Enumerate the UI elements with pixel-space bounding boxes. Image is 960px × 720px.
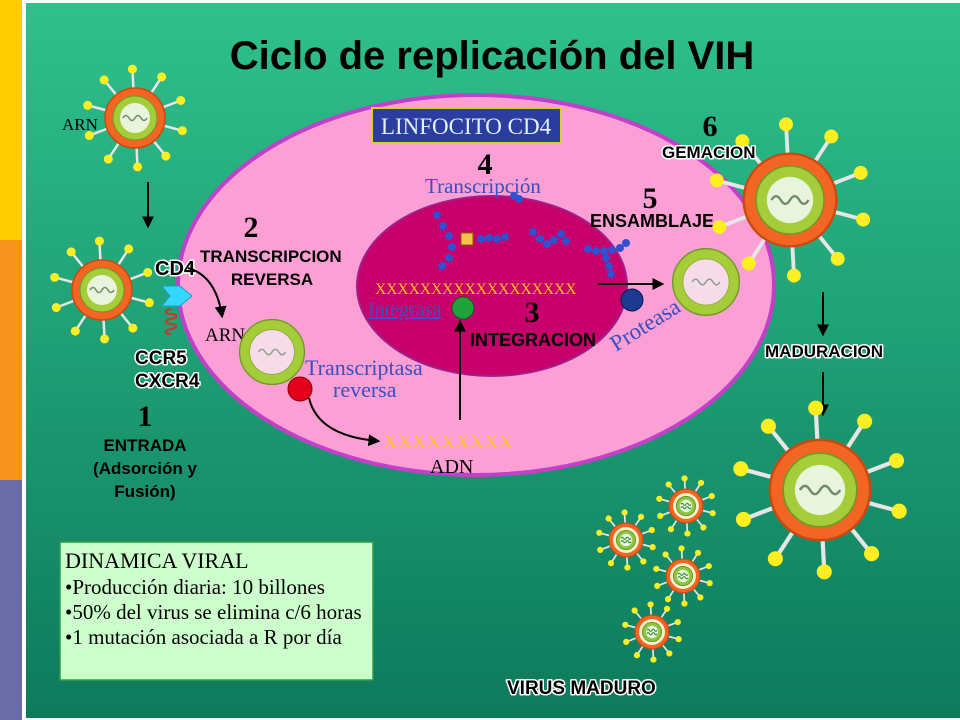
viral-capsid-right bbox=[672, 248, 740, 316]
transcription-marker-square bbox=[460, 232, 474, 246]
capsid-rna-label: ARN bbox=[205, 325, 245, 346]
step-1-number: 1 bbox=[138, 400, 153, 433]
integrase-label: Integrasa bbox=[368, 299, 441, 321]
step-3-title: INTEGRACION bbox=[470, 330, 596, 350]
viral-dynamics-title: DINAMICA VIRAL bbox=[65, 548, 249, 573]
slide-title: Ciclo de replicación del VIH bbox=[230, 34, 755, 78]
step-2-title: TRANSCRIPCION bbox=[200, 247, 342, 266]
step-1-title: ENTRADA bbox=[103, 436, 186, 455]
step-1-subtitle-2: Fusión) bbox=[114, 482, 175, 501]
reverse-transcriptase-label-2: reversa bbox=[333, 377, 397, 402]
cell-label-text: LINFOCITO CD4 bbox=[381, 114, 552, 139]
step-3-number: 3 bbox=[525, 296, 540, 329]
dna-sequence: XXXXXXXXX bbox=[383, 431, 514, 453]
integrated-dna-sequence: XXXXXXXXXXXXXXXXXX bbox=[375, 281, 577, 298]
sidebar-bottom-band bbox=[0, 480, 22, 720]
sidebar-middle-band bbox=[0, 240, 22, 480]
protein-chain-dots bbox=[433, 192, 630, 278]
cd4-receptor-icon bbox=[160, 285, 193, 307]
integrase-icon bbox=[451, 296, 475, 320]
cell-label-box bbox=[371, 107, 562, 144]
cxcr4-label: CXCR4 bbox=[135, 371, 200, 392]
viral-dynamics-box: DINAMICA VIRAL •Producción diaria: 10 bi… bbox=[59, 541, 374, 681]
cell-label: LINFOCITO CD4 bbox=[371, 107, 562, 144]
arrow-fusion bbox=[187, 267, 227, 319]
reverse-transcriptase-label: Transcriptasa bbox=[305, 355, 423, 380]
entry-rna-label: ARN bbox=[62, 115, 98, 134]
viral-capsid-left bbox=[238, 318, 306, 386]
step-6-title: GEMACION bbox=[662, 143, 756, 162]
step-2-title-2: REVERSA bbox=[231, 270, 313, 289]
sidebar-top-band bbox=[0, 0, 22, 240]
protease-icon bbox=[620, 288, 644, 312]
viral-dynamics-box-background bbox=[59, 541, 374, 681]
dna-label: ADN bbox=[430, 456, 473, 478]
cd4-label: CD4 bbox=[155, 258, 196, 280]
coreceptor-coil-icon bbox=[164, 308, 178, 335]
ccr5-label: CCR5 bbox=[135, 348, 187, 369]
step-6-number: 6 bbox=[703, 110, 718, 143]
arrow-reverse-transcription bbox=[308, 397, 381, 447]
mature-virus-label: VIRUS MADURO bbox=[507, 678, 656, 699]
step-1-subtitle: (Adsorción y bbox=[93, 459, 197, 478]
step-4-label: Transcripción bbox=[425, 174, 541, 198]
step-5-title: ENSAMBLAJE bbox=[590, 211, 714, 231]
reverse-transcriptase-icon bbox=[287, 376, 313, 402]
maturation-label: MADURACION bbox=[765, 342, 883, 361]
viral-dynamics-item: •1 mutación asociada a R por día bbox=[65, 625, 342, 649]
step-5-number: 5 bbox=[643, 182, 658, 215]
viral-dynamics-item: •50% del virus se elimina c/6 horas bbox=[65, 600, 362, 624]
cell-nucleus bbox=[356, 195, 628, 377]
step-2-number: 2 bbox=[244, 211, 259, 244]
viral-dynamics-item: •Producción diaria: 10 billones bbox=[65, 575, 325, 599]
step-4-number: 4 bbox=[478, 148, 493, 181]
